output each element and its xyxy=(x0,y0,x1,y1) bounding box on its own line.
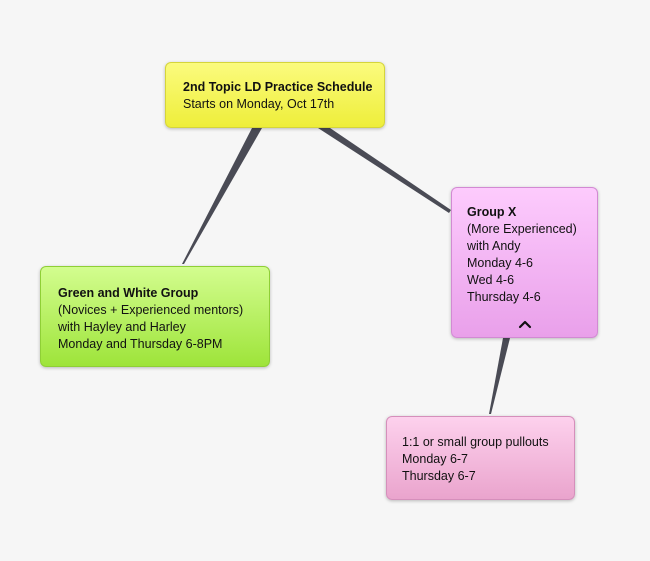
node-root-title: 2nd Topic LD Practice Schedule xyxy=(183,80,373,94)
node-root-schedule[interactable]: 2nd Topic LD Practice Schedule Starts on… xyxy=(165,62,385,128)
node-pullouts[interactable]: 1:1 or small group pullouts Monday 6-7 T… xyxy=(386,416,575,500)
connector-root-to-groupx xyxy=(318,128,451,213)
node-green-title: Green and White Group xyxy=(58,286,199,300)
node-groupx-title: Group X xyxy=(467,205,517,219)
connector-root-to-green xyxy=(182,128,262,264)
chevron-up-icon[interactable] xyxy=(518,319,532,329)
node-root-line-1: Starts on Monday, Oct 17th xyxy=(183,97,335,111)
node-pullouts-line-1: 1:1 or small group pullouts xyxy=(402,435,549,449)
node-pullouts-line-3: Thursday 6-7 xyxy=(402,469,476,483)
node-groupx-line-1: (More Experienced) xyxy=(467,222,577,236)
connector-groupx-to-pullouts xyxy=(489,338,510,414)
node-group-x[interactable]: Group X (More Experienced) with Andy Mon… xyxy=(451,187,598,338)
node-groupx-line-4: Wed 4-6 xyxy=(467,273,515,287)
node-green-white-group[interactable]: Green and White Group (Novices + Experie… xyxy=(40,266,270,367)
node-green-line-1: (Novices + Experienced mentors) xyxy=(58,303,244,317)
node-groupx-line-3: Monday 4-6 xyxy=(467,256,534,270)
node-groupx-line-2: with Andy xyxy=(467,239,521,253)
node-groupx-line-5: Thursday 4-6 xyxy=(467,290,541,304)
node-pullouts-line-2: Monday 6-7 xyxy=(402,452,469,466)
node-green-line-2: with Hayley and Harley xyxy=(58,320,186,334)
node-green-line-3: Monday and Thursday 6-8PM xyxy=(58,337,223,351)
